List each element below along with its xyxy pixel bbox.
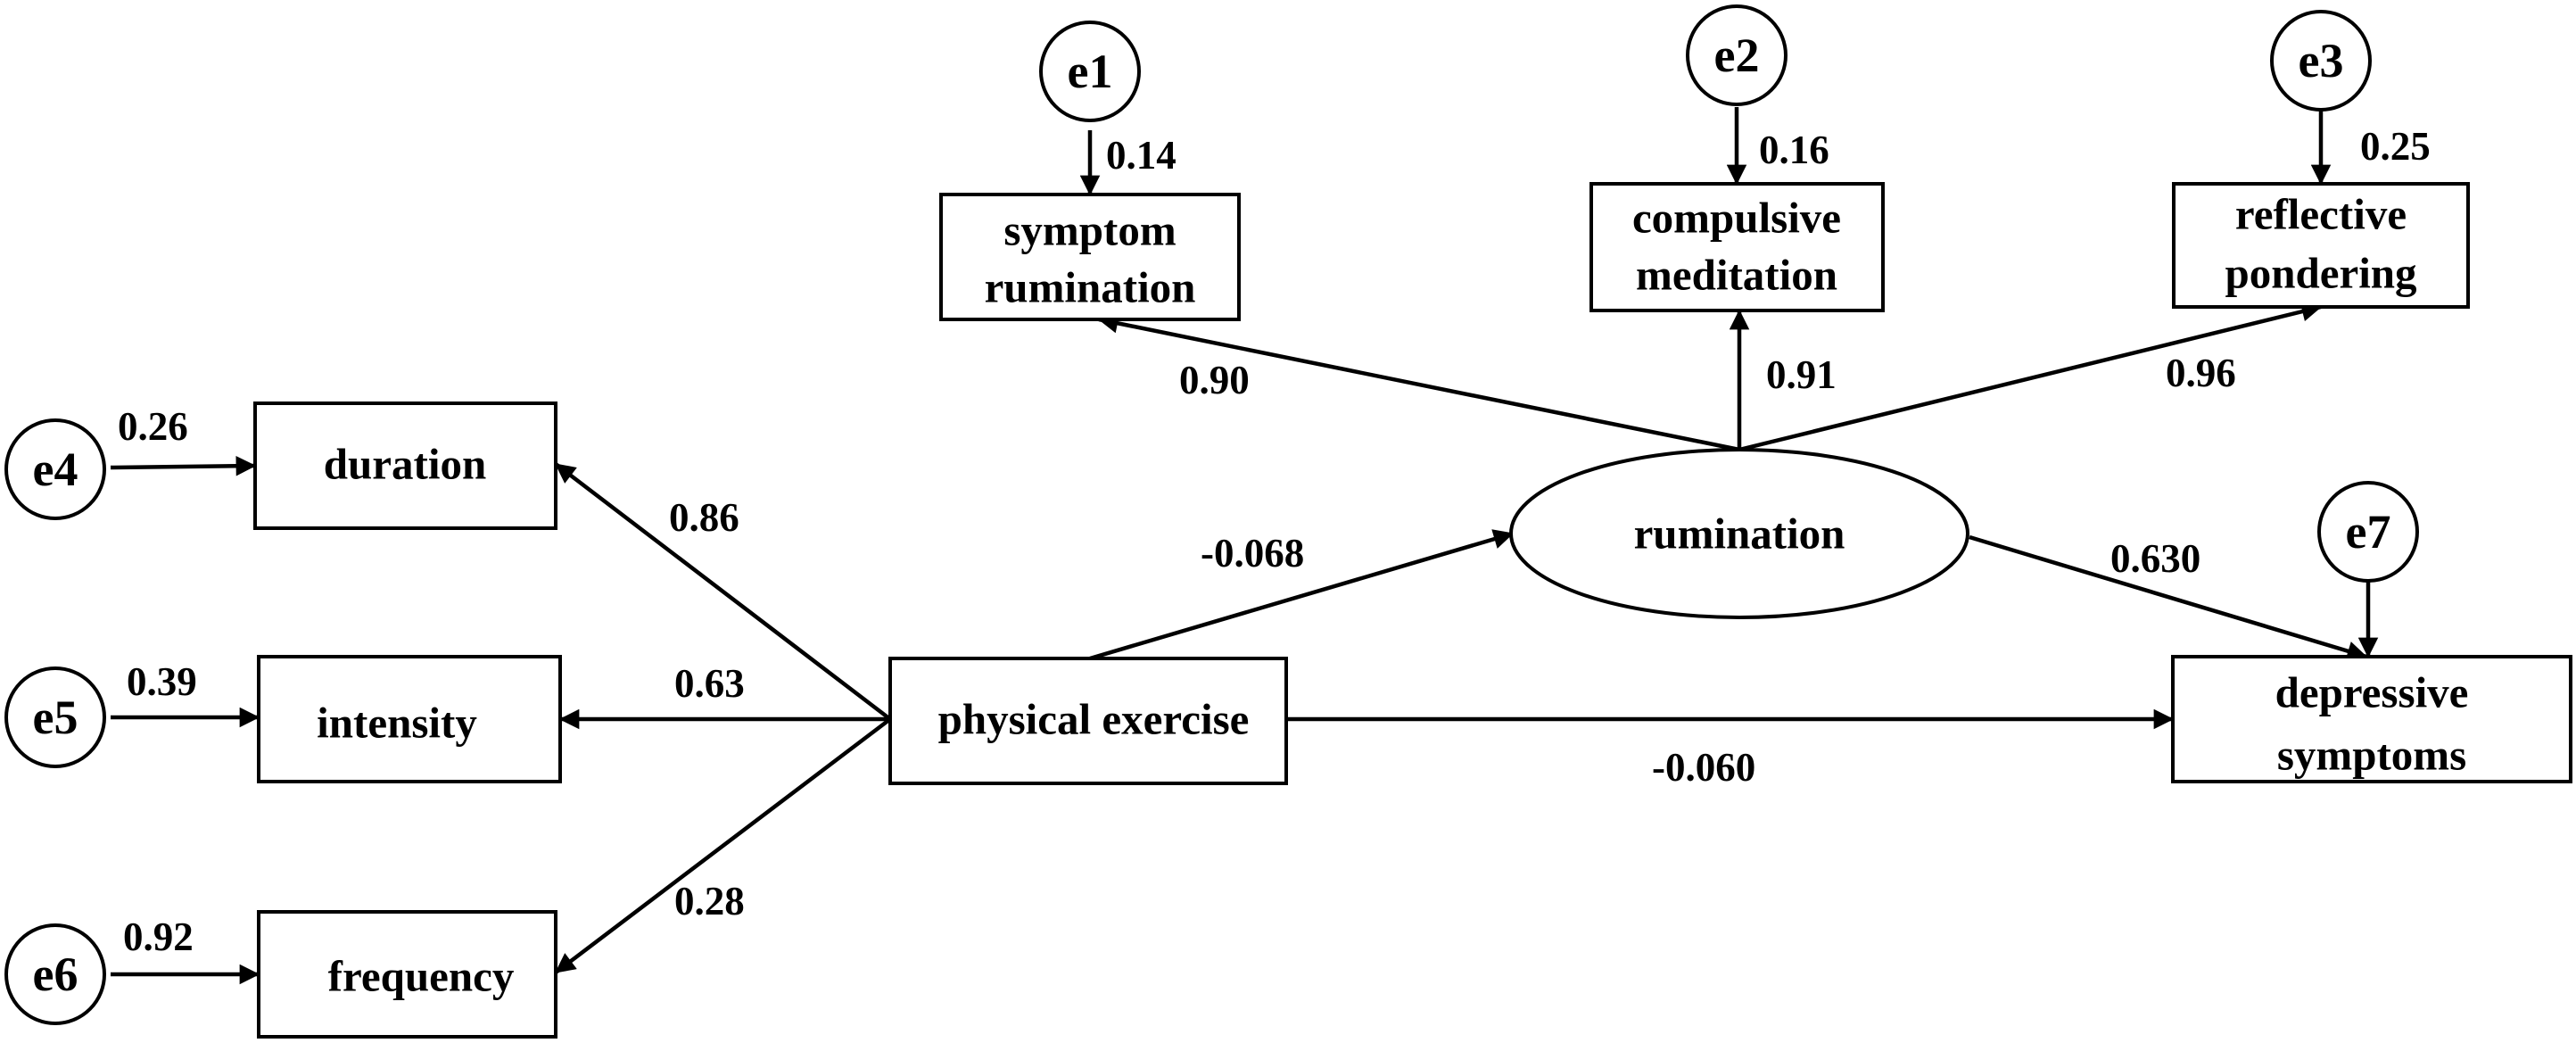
- error-e1: e1: [1039, 21, 1141, 122]
- edge-rumination-reflective-pondering: [1738, 302, 2323, 452]
- edge-rumination-depressive-symptoms: [1969, 534, 2368, 661]
- node-symptom-rumination: symptom rumination: [939, 193, 1241, 321]
- error-e5: e5: [4, 666, 106, 768]
- error-circle: [4, 418, 106, 520]
- edge-exercise-frequency: [554, 717, 892, 974]
- node-box: [939, 193, 1241, 321]
- error-label: e1: [1068, 45, 1113, 98]
- error-circle: [2317, 481, 2419, 583]
- node-label: duration: [324, 440, 486, 489]
- coef-e2-compulsive: 0.16: [1759, 128, 1829, 172]
- coef-e4-duration: 0.26: [118, 404, 188, 449]
- edge-e4-duration: [110, 456, 257, 476]
- node-box: [888, 657, 1288, 785]
- error-circle: [4, 666, 106, 768]
- coef-rumination-symptom: 0.90: [1179, 358, 1250, 402]
- error-e2: e2: [1686, 4, 1788, 106]
- node-label-line-2: pondering: [2225, 249, 2417, 298]
- node-compulsive-meditation: compulsive meditation: [1589, 182, 1885, 312]
- node-frequency: frequency: [257, 910, 557, 1039]
- node-label-line-1: reflective: [2235, 190, 2407, 239]
- error-label: e5: [33, 691, 78, 744]
- node-intensity: intensity: [257, 655, 562, 783]
- error-label: e3: [2299, 34, 2344, 87]
- error-label: e2: [1714, 29, 1760, 82]
- node-box: [2172, 182, 2470, 309]
- node-label: frequency: [328, 952, 515, 1001]
- node-box: [257, 655, 562, 783]
- coef-e1-symptom: 0.14: [1106, 133, 1177, 178]
- edge-rumination-symptom-rumination: [1097, 313, 1740, 452]
- coef-exercise-intensity: 0.63: [674, 661, 745, 706]
- error-circle: [2270, 10, 2372, 112]
- node-label-line-1: depressive: [2275, 668, 2469, 717]
- node-box: [257, 910, 557, 1039]
- coef-exercise-duration: 0.86: [669, 495, 739, 540]
- error-circle: [1039, 21, 1141, 122]
- error-label: e6: [33, 948, 78, 1001]
- node-box: [2171, 655, 2572, 783]
- node-label-line-2: meditation: [1636, 251, 1837, 300]
- error-e6: e6: [4, 923, 106, 1025]
- error-e4: e4: [4, 418, 106, 520]
- latent-ellipse: [1509, 448, 1969, 619]
- node-reflective-pondering: reflective pondering: [2172, 182, 2470, 309]
- edge-exercise-rumination: [1089, 529, 1515, 661]
- coef-exercise-rumination: -0.068: [1201, 531, 1304, 575]
- node-duration: duration: [253, 401, 557, 530]
- node-label-line-2: symptoms: [2277, 731, 2466, 780]
- error-label: e7: [2346, 505, 2391, 559]
- error-label: e4: [33, 443, 78, 496]
- node-label: intensity: [317, 699, 477, 748]
- coef-rumination-reflective: 0.96: [2166, 351, 2236, 395]
- coef-exercise-depressive: -0.060: [1652, 745, 1755, 790]
- error-circle: [1686, 4, 1788, 106]
- node-label: physical exercise: [938, 695, 1250, 744]
- coef-rumination-depressive: 0.630: [2110, 536, 2200, 581]
- node-box: [1589, 182, 1885, 312]
- coef-exercise-frequency: 0.28: [674, 879, 745, 923]
- coef-e6-frequency: 0.92: [123, 915, 194, 959]
- error-e7: e7: [2317, 481, 2419, 583]
- node-label-line-1: compulsive: [1632, 194, 1841, 243]
- error-e3: e3: [2270, 10, 2372, 112]
- node-label-line-1: symptom: [1003, 206, 1176, 255]
- node-label: rumination: [1634, 509, 1845, 559]
- node-physical-exercise: physical exercise: [888, 657, 1288, 785]
- node-label-line-2: rumination: [985, 263, 1196, 312]
- coef-e5-intensity: 0.39: [127, 659, 197, 704]
- edge-exercise-duration: [554, 462, 892, 721]
- coef-e3-reflective: 0.25: [2360, 124, 2431, 169]
- node-box: [253, 401, 557, 530]
- node-depressive-symptoms: depressive symptoms: [2171, 655, 2572, 783]
- node-rumination: rumination: [1509, 448, 1969, 619]
- coef-rumination-compulsive: 0.91: [1766, 352, 1837, 397]
- error-circle: [4, 923, 106, 1025]
